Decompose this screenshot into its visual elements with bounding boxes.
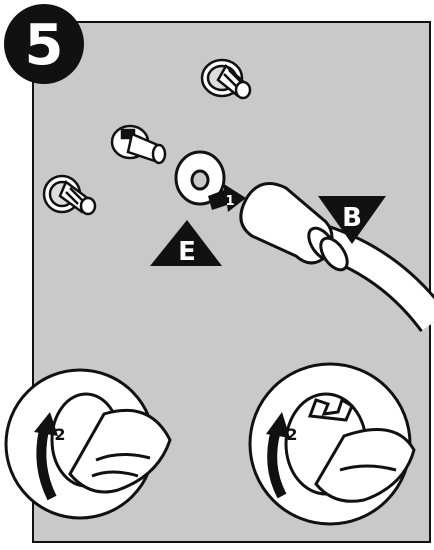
rotate-right-label: 2: [286, 425, 297, 444]
callout-e-label: E: [178, 237, 196, 267]
arrow-1-label: 1: [225, 194, 234, 209]
step-badge: 5: [4, 4, 84, 84]
rotate-left-label: 2: [54, 425, 65, 444]
step-number: 5: [25, 13, 64, 78]
callout-b-label: B: [342, 203, 362, 233]
